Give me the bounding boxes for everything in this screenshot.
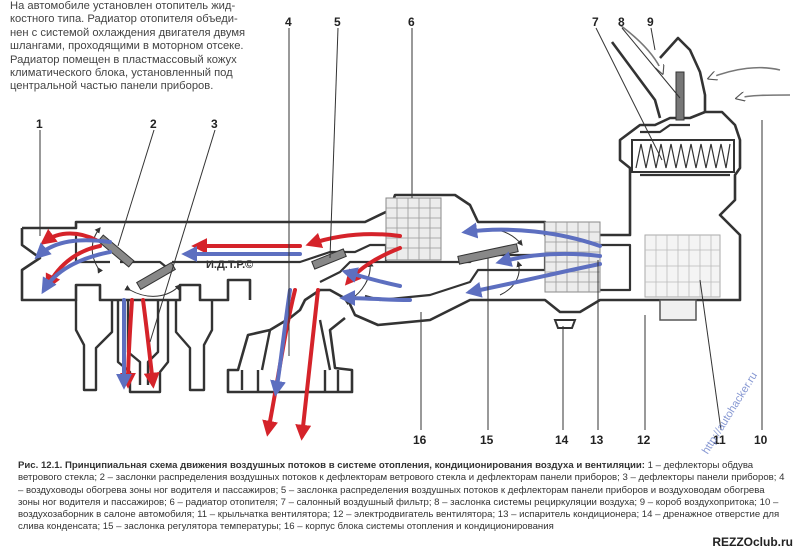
left-outer-wall (20, 228, 252, 302)
intro-line: Радиатор помещен в пластмассовый кожух (10, 53, 237, 66)
diagram-watermark: И.Д.Т.Р.© (206, 259, 253, 271)
intro-line: костного типа. Радиатор отопителя объеди… (10, 13, 238, 26)
callout-7: 7 (592, 15, 599, 29)
heater-core (385, 197, 442, 261)
site-tag: REZZOclub.ru (709, 535, 796, 549)
intake-arrows (619, 24, 791, 98)
air-intake-box (610, 36, 707, 119)
drain-outlet (553, 319, 577, 329)
callout-4: 4 (285, 15, 292, 29)
temperature-flap (457, 243, 519, 265)
callout-8: 8 (618, 15, 625, 29)
intro-line: нен с системой охлаждения двигателя двум… (10, 26, 246, 39)
windshield-outlet (22, 110, 742, 394)
flap-swing-arcs (91, 227, 523, 306)
hot-air-arrows (40, 228, 402, 441)
callout-5: 5 (334, 15, 341, 29)
caption-title: Рис. 12.1. Принципиальная схема движения… (18, 460, 645, 471)
callout-3: 3 (211, 117, 218, 131)
intro-line: На автомобиле установлен отопитель жид- (10, 0, 236, 12)
callout-16: 16 (413, 433, 427, 447)
panel-deflector-ducts (74, 300, 214, 394)
footwell-duct (240, 319, 340, 392)
callout-2: 2 (150, 117, 157, 131)
cabin-filter (631, 139, 735, 173)
callout-9: 9 (647, 15, 654, 29)
fan-motor (659, 299, 697, 321)
callout-12: 12 (637, 433, 651, 447)
callout-numbers: 1 2 3 4 5 6 7 8 9 10 11 12 13 14 15 16 (36, 15, 768, 447)
callout-10: 10 (754, 433, 768, 447)
intro-line: климатического блока, установленный под (10, 67, 233, 80)
intro-text: На автомобиле установлен отопитель жид- … (10, 0, 268, 94)
housing (20, 110, 742, 394)
callout-15: 15 (480, 433, 494, 447)
figure-caption: Рис. 12.1. Принципиальная схема движения… (18, 460, 788, 534)
callout-13: 13 (590, 433, 604, 447)
intro-line: центральной частью панели приборов. (10, 80, 214, 93)
callout-14: 14 (555, 433, 569, 447)
cold-air-arrows (34, 222, 602, 397)
callout-11: 11 (713, 433, 726, 447)
callout-1: 1 (36, 117, 43, 131)
callout-6: 6 (408, 15, 415, 29)
footwell-flap (311, 248, 347, 270)
panel-flap (135, 261, 177, 291)
fan-impeller (644, 234, 721, 298)
leader-lines (39, 27, 763, 431)
intro-line: шлангами, проходящими в моторном отсеке. (10, 40, 244, 53)
caption-body: 1 – дефлекторы обдува ветрового стекла; … (18, 460, 785, 533)
recirculation-flap (675, 71, 685, 121)
